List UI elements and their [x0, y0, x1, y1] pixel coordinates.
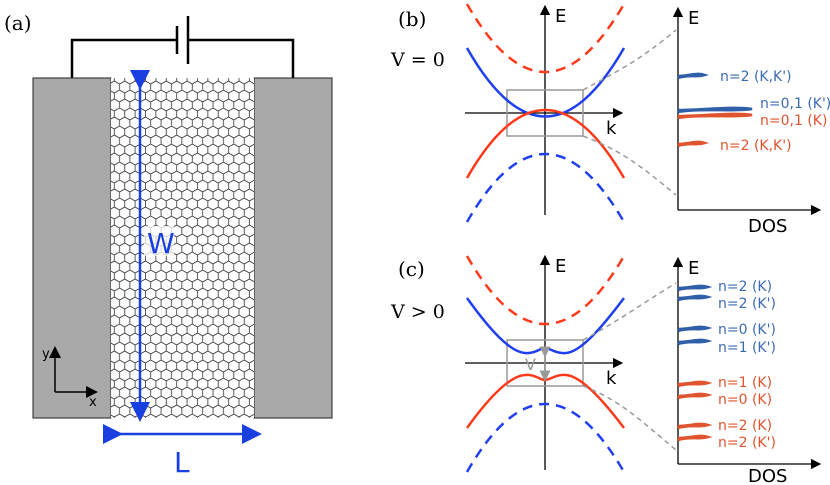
- dos-peak: [677, 294, 713, 302]
- left-electrode: [32, 77, 112, 419]
- panel-c-label: (c): [398, 257, 425, 281]
- dos-peak-n01-red: [677, 112, 753, 120]
- panel-b-label: (b): [398, 7, 426, 31]
- band-e-label: E: [555, 256, 566, 277]
- dos-peak-n01-blue: [677, 106, 753, 114]
- dos-peak: [677, 284, 713, 292]
- dos-level-label-c: n=2 (K): [718, 418, 772, 434]
- valence-band-red: [465, 108, 626, 179]
- dos-peak: [677, 325, 713, 333]
- dos-peak: [677, 380, 713, 388]
- dos-level-label-c: n=2 (K'): [718, 296, 776, 312]
- right-electrode: [253, 77, 333, 419]
- lower-dashed-band-blue: [465, 152, 626, 223]
- battery-circuit: [70, 16, 295, 78]
- panel-c-bias: V > 0: [390, 301, 445, 323]
- dos-level-label: n=0,1 (K): [760, 113, 827, 129]
- panel-a-label: (a): [4, 11, 32, 35]
- panel-a: (a) W L y x: [4, 11, 333, 479]
- upper-dashed-band-red: [465, 255, 626, 326]
- dos-peak-n2-red: [677, 140, 709, 148]
- dos-level-label-c: n=2 (K): [718, 279, 772, 295]
- band-k-label: k: [606, 368, 617, 389]
- dos-peak: [677, 392, 713, 400]
- dos-level-label-c: n=2 (K'): [718, 435, 776, 451]
- dos-level-label-c: n=0 (K): [718, 392, 772, 408]
- coordinate-axes: y x: [42, 346, 98, 410]
- dos-peak: [677, 434, 713, 442]
- dos-e-label: E: [688, 8, 699, 29]
- panel-b: (b) V = 0 E k E DOS n=2 (K,K') n=0,1 (K'…: [390, 3, 830, 237]
- dos-level-label: n=0,1 (K'): [760, 96, 830, 112]
- zoom-connector-top: [582, 282, 677, 341]
- axis-y-label: y: [42, 347, 50, 362]
- panel-b-bias: V = 0: [390, 49, 445, 71]
- dos-peak: [677, 422, 713, 430]
- length-label: L: [174, 446, 190, 479]
- energy-window-box: [506, 339, 584, 387]
- band-k-label: k: [606, 118, 617, 139]
- dos-peak-n2-blue: [677, 72, 709, 80]
- conduction-band-blue: [465, 47, 626, 118]
- gap-label: V: [525, 355, 536, 374]
- zoom-connector-top: [582, 29, 677, 91]
- dos-axis-label: DOS: [748, 216, 787, 237]
- zoom-connector-bottom: [582, 385, 677, 451]
- zoom-connector-bottom: [582, 135, 677, 196]
- dos-level-label: n=2 (K,K'): [720, 138, 792, 154]
- upper-dashed-band-red: [465, 3, 626, 74]
- axis-x-label: x: [89, 395, 97, 410]
- dos-axis-label: DOS: [748, 466, 787, 485]
- dos-level-label-c: n=0 (K'): [718, 322, 776, 338]
- band-e-label: E: [555, 6, 566, 27]
- panel-c: (c) V > 0 E k V E DOS: [390, 254, 822, 485]
- dos-e-label: E: [688, 258, 699, 279]
- dos-level-label-c: n=1 (K'): [718, 340, 776, 356]
- energy-window-box: [506, 89, 584, 137]
- dos-level-label-c: n=1 (K): [718, 375, 772, 391]
- graphene-lattice: [111, 78, 254, 418]
- lower-dashed-band-blue: [465, 402, 626, 473]
- dos-peak: [677, 338, 713, 346]
- width-label: W: [147, 227, 175, 260]
- dos-level-label: n=2 (K,K'): [720, 69, 792, 85]
